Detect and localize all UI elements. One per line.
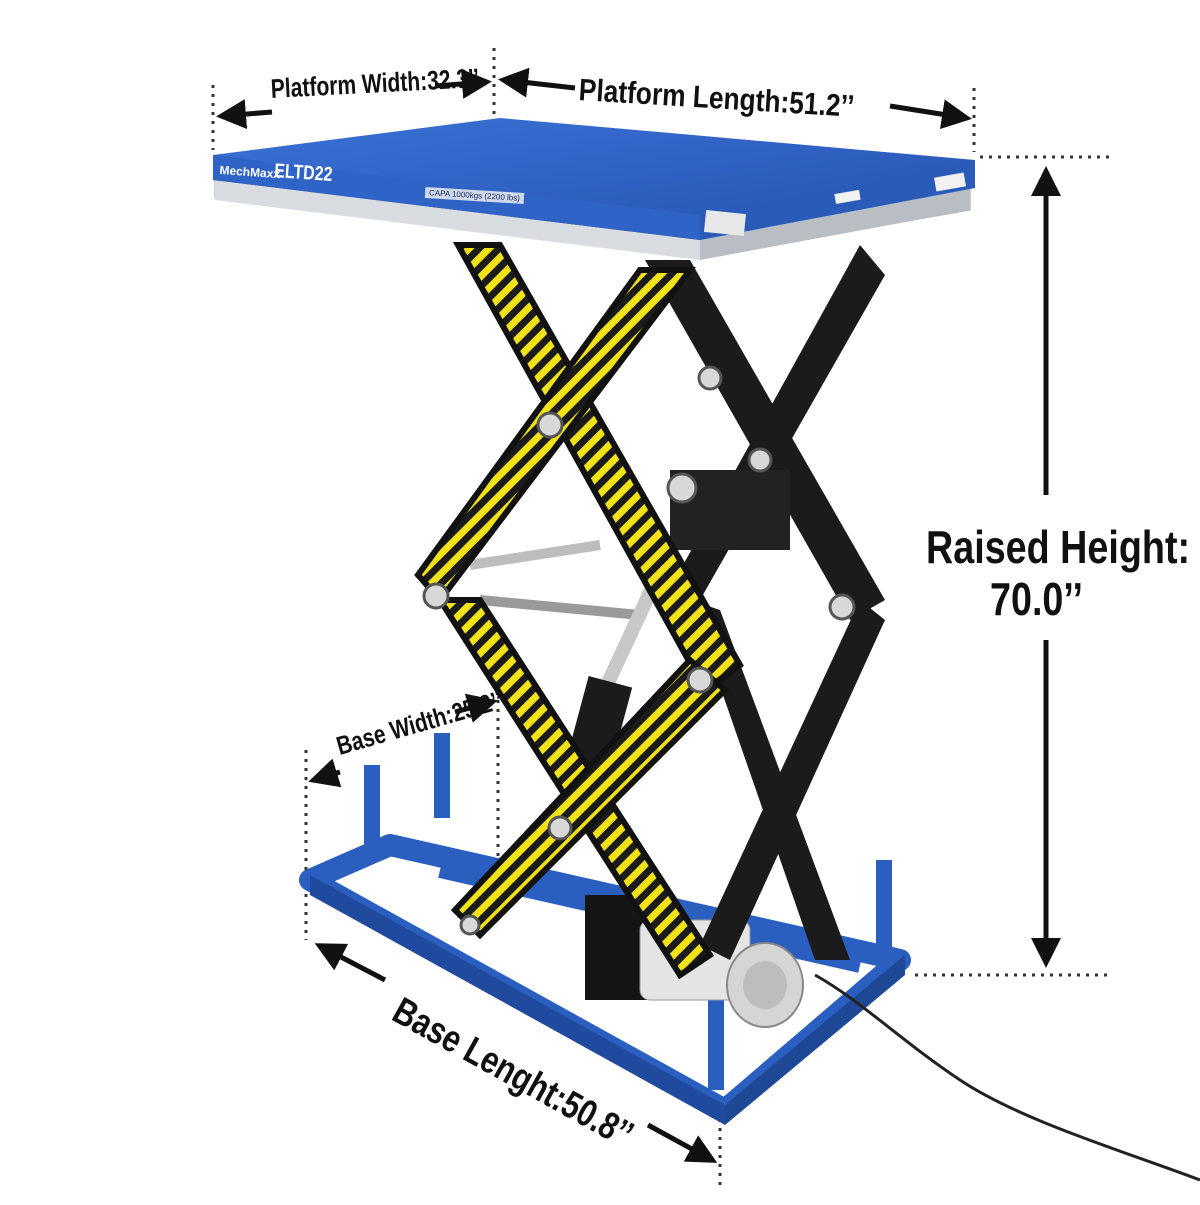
pivot-bolts <box>422 365 856 936</box>
dimension-arrows <box>216 67 1061 1163</box>
power-cord <box>814 973 1200 1182</box>
raised-height-label: Raised Height: <box>926 521 1191 573</box>
guide-lines <box>211 48 1110 1185</box>
raised-height-value: 70.0’’ <box>990 573 1083 625</box>
front-scissor-arms <box>414 242 744 980</box>
model-number: ELTD22 <box>273 160 334 187</box>
platform-deck <box>213 118 975 260</box>
